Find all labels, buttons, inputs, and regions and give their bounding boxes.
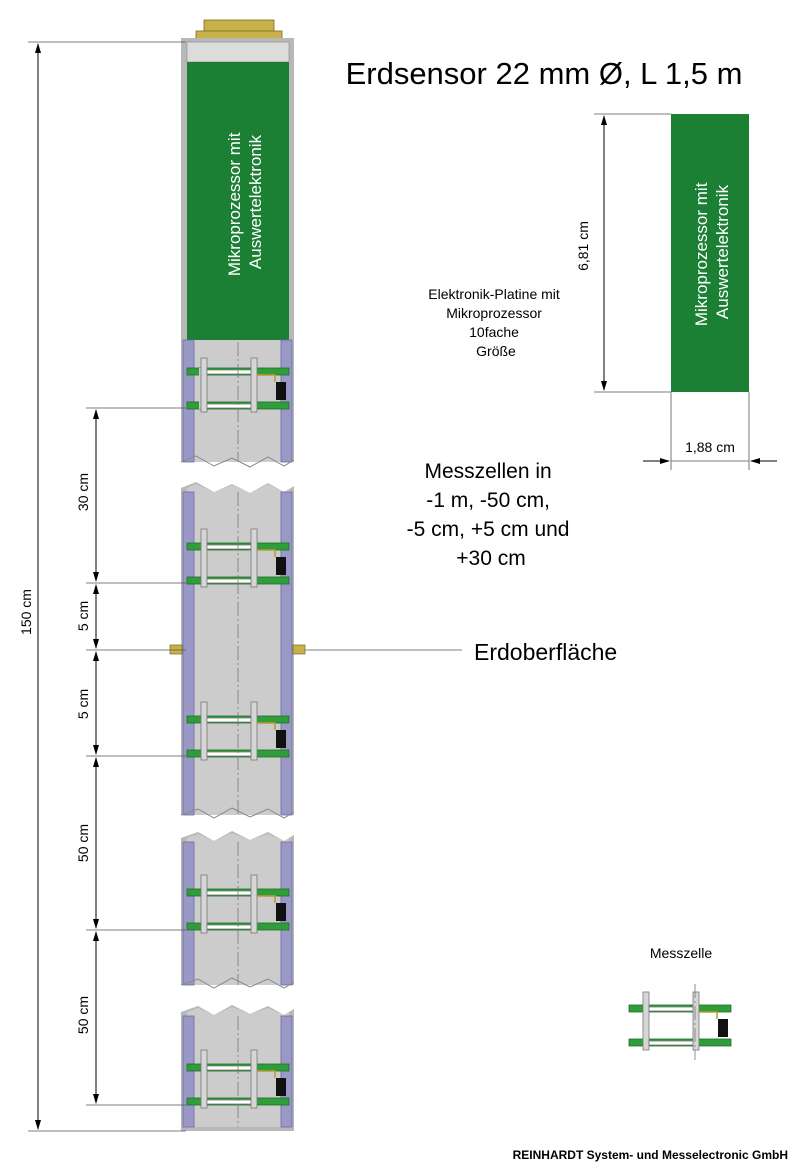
zoom-height-label: 6,81 cm: [575, 221, 591, 271]
tube-segment-1: Mikroprozessor mit Auswertelektronik: [181, 38, 294, 463]
electronics-block-zoom-label: Mikroprozessor mit Auswertelektronik: [692, 178, 732, 326]
electronics-block-label: Mikroprozessor mit Auswertelektronik: [225, 128, 265, 276]
top-cap: [195, 19, 283, 40]
ground-surface-label: Erdoberfläche: [474, 639, 617, 665]
platine-note: Elektronik-Platine mit Mikroprozessor 10…: [428, 286, 563, 359]
cell-detail: [628, 984, 732, 1060]
electronics-block: [187, 62, 289, 340]
tube-segment-2: [181, 482, 294, 816]
section-dim-label-3: 5 cm: [75, 689, 91, 719]
cell-detail-label: Messzelle: [650, 945, 712, 961]
tube-segment-3: [181, 831, 294, 986]
measure-cells-note: Messzellen in -1 m, -50 cm, -5 cm, +5 cm…: [407, 460, 576, 570]
electronics-board-zoom: [594, 113, 777, 470]
total-length-dimension: [28, 41, 186, 1132]
section-dimensions: [86, 407, 186, 1106]
total-length-label: 150 cm: [18, 589, 34, 635]
section-dim-label-4: 50 cm: [75, 824, 91, 862]
footer-company: REINHARDT System- und Messelectronic Gmb…: [513, 1148, 788, 1162]
section-dim-label-2: 5 cm: [75, 601, 91, 631]
tube-segment-4: [181, 1005, 294, 1131]
zoom-width-label: 1,88 cm: [685, 439, 735, 455]
section-dim-label-1: 30 cm: [75, 473, 91, 511]
ground-surface-markers: [169, 644, 462, 655]
section-dim-label-5: 50 cm: [75, 996, 91, 1034]
page-title: Erdsensor 22 mm Ø, L 1,5 m: [346, 56, 743, 91]
